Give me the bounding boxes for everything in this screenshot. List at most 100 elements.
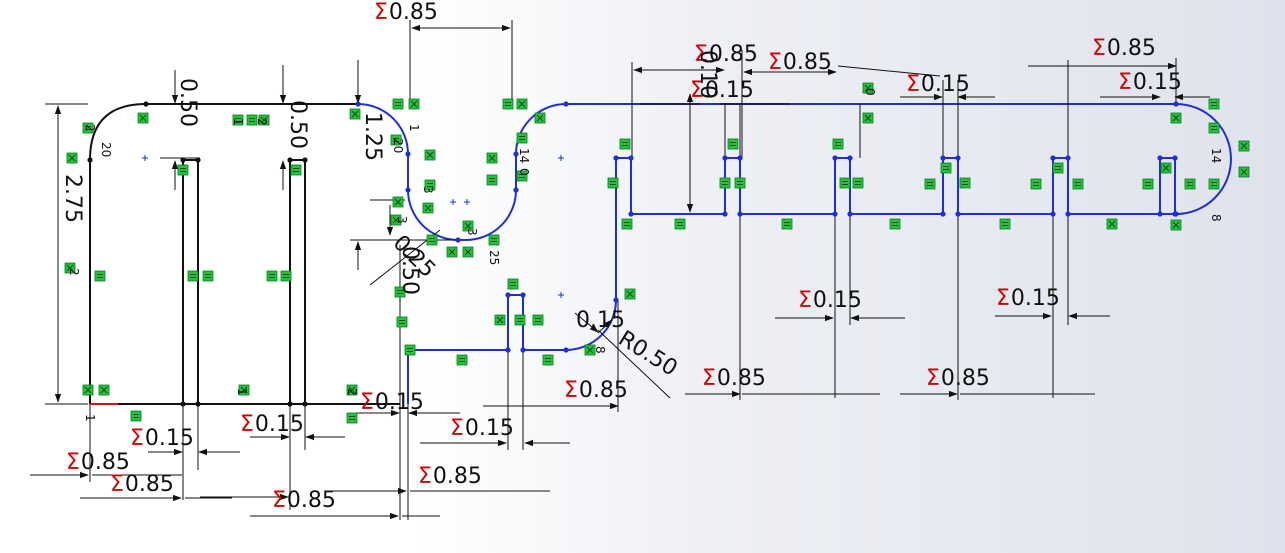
parallel-relation-icon[interactable]: [727, 138, 739, 150]
dim-bl-sum-085-b[interactable]: Σ0.85: [110, 474, 174, 496]
parallel-relation-icon[interactable]: [781, 218, 793, 230]
parallel-relation-icon[interactable]: [392, 98, 404, 110]
coincident-mark-icon: [394, 198, 402, 206]
parallel-relation-icon[interactable]: [130, 410, 142, 422]
parallel-relation-icon[interactable]: [734, 177, 746, 189]
parallel-relation-icon[interactable]: [607, 177, 619, 189]
parallel-relation-icon[interactable]: [187, 270, 199, 282]
parallel-relation-icon[interactable]: [424, 179, 436, 191]
dim-right-sum-085[interactable]: Σ0.85: [1092, 38, 1156, 60]
parallel-relation-icon[interactable]: [404, 344, 416, 356]
relation-number: 20: [99, 142, 113, 158]
parallel-mark-icon: [1033, 182, 1039, 186]
parallel-relation-icon[interactable]: [1052, 162, 1064, 174]
parallel-relation-icon[interactable]: [426, 234, 438, 246]
parallel-relation-icon[interactable]: [486, 174, 498, 186]
dim-v-050-c[interactable]: 0.50: [397, 246, 422, 295]
parallel-relation-icon[interactable]: [940, 162, 952, 174]
parallel-relation-icon[interactable]: [177, 164, 189, 176]
parallel-relation-icon[interactable]: [532, 314, 544, 326]
parallel-relation-icon[interactable]: [266, 270, 278, 282]
parallel-relation-icon[interactable]: [456, 354, 468, 366]
dim-v-050-a[interactable]: 0.50: [175, 78, 200, 127]
parallel-relation-icon[interactable]: [394, 286, 406, 298]
parallel-relation-icon[interactable]: [82, 122, 94, 134]
parallel-relation-icon[interactable]: [290, 164, 302, 176]
dim-bm-sum-085-a[interactable]: Σ0.85: [418, 466, 482, 488]
relation-glyphs[interactable]: [64, 82, 1250, 424]
parallel-mark-icon: [133, 414, 139, 418]
parallel-relation-icon[interactable]: [1072, 178, 1084, 190]
parallel-relation-icon[interactable]: [502, 98, 514, 110]
dim-value: 0.15: [464, 416, 514, 441]
parallel-relation-icon[interactable]: [202, 270, 214, 282]
parallel-relation-icon[interactable]: [542, 354, 554, 366]
dim-br-sum-015-a[interactable]: Σ0.15: [798, 290, 862, 312]
parallel-relation-icon[interactable]: [719, 177, 731, 189]
dim-v-275[interactable]: 2.75: [60, 174, 85, 223]
dim-bl-sum-015-a[interactable]: Σ0.15: [130, 428, 194, 450]
dim-v-010[interactable]: 0.10: [695, 50, 720, 99]
parallel-relation-icon[interactable]: [1208, 122, 1220, 134]
parallel-relation-icon[interactable]: [246, 114, 258, 126]
dim-br-sum-015-b[interactable]: Σ0.15: [996, 288, 1060, 310]
dim-v-050-b[interactable]: 0.50: [285, 100, 310, 149]
parallel-relation-icon[interactable]: [232, 114, 244, 126]
dim-value: 0.50: [175, 78, 200, 127]
parallel-relation-icon[interactable]: [280, 270, 292, 282]
dim-v-125[interactable]: 1.25: [360, 112, 385, 161]
parallel-relation-icon[interactable]: [507, 278, 519, 290]
dim-mid-sum-085-b[interactable]: Σ0.85: [768, 52, 832, 74]
parallel-relation-icon[interactable]: [390, 134, 402, 146]
parallel-relation-icon[interactable]: [999, 218, 1011, 230]
parallel-relation-icon[interactable]: [94, 270, 106, 282]
dim-mid-sum-015-a[interactable]: Σ0.15: [690, 80, 754, 102]
parallel-relation-icon[interactable]: [1208, 178, 1220, 190]
dim-top-sum-085-a[interactable]: Σ0.85: [374, 2, 438, 24]
parallel-relation-icon[interactable]: [1142, 178, 1154, 190]
dim-bl-sum-015-b[interactable]: Σ0.15: [240, 414, 304, 436]
parallel-relation-icon[interactable]: [619, 138, 631, 150]
dim-bm-015[interactable]: 0.15: [576, 310, 625, 332]
sigma-symbol: Σ: [66, 450, 80, 475]
dim-bl-sum-085-a[interactable]: Σ0.85: [66, 452, 130, 474]
parallel-relation-icon[interactable]: [516, 132, 528, 144]
parallel-relation-icon[interactable]: [1184, 178, 1196, 190]
dim-bm-sum-085-b[interactable]: Σ0.85: [564, 380, 628, 402]
dim-value: 0.85: [1106, 36, 1156, 61]
dim-br-sum-085-a[interactable]: Σ0.85: [702, 368, 766, 390]
dim-right-sum-015-a[interactable]: Σ0.15: [906, 74, 970, 96]
parallel-relation-icon[interactable]: [839, 177, 851, 189]
dim-value: 2.75: [60, 174, 85, 223]
coincident-mark-icon: [424, 204, 432, 212]
parallel-relation-icon[interactable]: [852, 177, 864, 189]
sketch-points[interactable]: [87, 101, 1179, 407]
parallel-relation-icon[interactable]: [674, 218, 686, 230]
parallel-relation-icon[interactable]: [396, 316, 408, 328]
parallel-relation-icon[interactable]: [621, 218, 633, 230]
parallel-relation-icon[interactable]: [959, 177, 971, 189]
dim-right-sum-015-b[interactable]: Σ0.15: [1118, 72, 1182, 94]
coincident-mark-icon: [1172, 114, 1180, 122]
dim-bm-sum-015-b[interactable]: Σ0.15: [450, 418, 514, 440]
parallel-mark-icon: [397, 290, 403, 294]
parallel-mark-icon: [180, 168, 186, 172]
dim-bl-sum-085-c[interactable]: Σ0.85: [272, 490, 336, 512]
parallel-relation-icon[interactable]: [514, 314, 526, 326]
parallel-relation-icon[interactable]: [924, 178, 936, 190]
left-profile[interactable]: [89, 103, 400, 405]
dim-br-sum-085-b[interactable]: Σ0.85: [926, 368, 990, 390]
parallel-relation-icon[interactable]: [832, 138, 844, 150]
relation-number: 3: [395, 216, 409, 224]
dim-bm-sum-015-a[interactable]: Σ0.15: [360, 392, 424, 414]
parallel-relation-icon[interactable]: [1030, 178, 1042, 190]
parallel-relation-icon[interactable]: [346, 412, 358, 424]
sigma-symbol: Σ: [272, 488, 286, 513]
parallel-relation-icon[interactable]: [488, 234, 500, 246]
parallel-relation-icon[interactable]: [516, 170, 528, 182]
parallel-relation-icon[interactable]: [1208, 98, 1220, 110]
parallel-relation-icon[interactable]: [889, 218, 901, 230]
dim-mid-sum-085-a[interactable]: Σ0.85: [694, 44, 758, 66]
